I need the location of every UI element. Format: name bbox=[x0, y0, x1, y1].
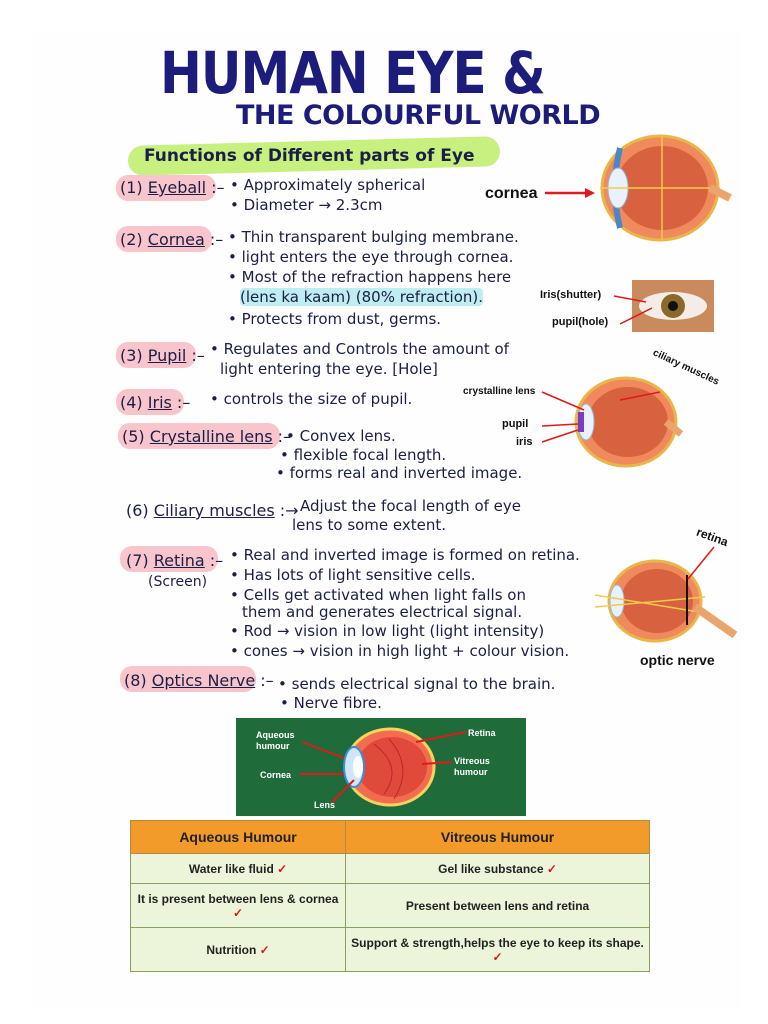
table-cell: Support & strength,helps the eye to keep… bbox=[345, 927, 650, 972]
section-heading: Functions of Different parts of Eye bbox=[144, 146, 475, 166]
retina-figure bbox=[594, 559, 738, 643]
part-header-optic-nerve: (8) Optics Nerve :– bbox=[124, 671, 274, 690]
bullet: • Cells get activated when light falls o… bbox=[230, 586, 526, 604]
bullet: • light enters the eye through cornea. bbox=[228, 248, 514, 266]
bullet: • forms real and inverted image. bbox=[276, 464, 523, 482]
bullet: • sends electrical signal to the brain. bbox=[278, 675, 556, 693]
bullet: • Most of the refraction happens here bbox=[228, 268, 512, 286]
bullet: • Approximately spherical bbox=[230, 176, 426, 194]
humour-eye-drawing bbox=[343, 727, 436, 807]
label-cornea: cornea bbox=[485, 185, 538, 202]
eyeball-figure bbox=[600, 134, 732, 242]
part-header-pupil: (3) Pupil :– bbox=[120, 346, 205, 365]
highlight-iris bbox=[116, 389, 184, 415]
bullet: • Protects from dust, germs. bbox=[228, 310, 442, 328]
bullet: • Real and inverted image is formed on r… bbox=[230, 546, 580, 564]
table-cell: Gel like substance ✓ bbox=[345, 853, 650, 884]
bullet: • controls the size of pupil. bbox=[210, 390, 413, 408]
label-crystalline-lens: crystalline lens bbox=[463, 386, 536, 397]
part-header-lens: (5) Crystalline lens :– bbox=[122, 427, 292, 446]
eye-cross-section-figure bbox=[574, 376, 684, 468]
label-pupil-hole: pupil(hole) bbox=[552, 316, 609, 328]
bullet: • cones → vision in high light + colour … bbox=[230, 642, 570, 660]
table-header: Vitreous Humour bbox=[345, 820, 650, 854]
arrow-retina bbox=[687, 546, 715, 580]
table-cell: Nutrition ✓ bbox=[129, 927, 347, 972]
highlight-lens bbox=[118, 423, 280, 449]
bullet: • Has lots of light sensitive cells. bbox=[230, 566, 476, 584]
arrow-cornea bbox=[545, 188, 595, 198]
diagram-arrows bbox=[300, 731, 467, 803]
highlight-cornea bbox=[116, 226, 212, 252]
table-row: Water like fluid ✓ Gel like substance ✓ bbox=[129, 853, 650, 884]
bullet: • Regulates and Controls the amount of bbox=[210, 340, 509, 358]
part-header-eyeball: (1) Eyeball :– bbox=[120, 178, 225, 197]
page-subtitle: THE COLOURFUL WORLD bbox=[236, 100, 601, 131]
bullet-continued: (lens ka kaam) (80% refraction). bbox=[240, 288, 484, 306]
humour-comparison-table: Aqueous Humour Vitreous Humour Water lik… bbox=[129, 820, 650, 972]
highlight-optic-nerve bbox=[120, 666, 256, 692]
bullet: • Rod → vision in low light (light inten… bbox=[230, 622, 545, 640]
bullet: • Thin transparent bulging membrane. bbox=[228, 228, 519, 246]
highlight-retina bbox=[120, 546, 218, 572]
label-pupil: pupil bbox=[502, 418, 529, 430]
bullet-continued: light entering the eye. [Hole] bbox=[220, 360, 438, 378]
part-header-iris: (4) Iris :– bbox=[120, 393, 191, 412]
cross-section-arrows bbox=[541, 391, 661, 443]
bullet: • Convex lens. bbox=[286, 427, 396, 445]
bullet: • Nerve fibre. bbox=[280, 694, 382, 712]
part-header-ciliary: (6) Ciliary muscles :→ bbox=[126, 501, 299, 520]
bullet-continued: them and generates electrical signal. bbox=[242, 603, 523, 621]
highlight-eyeball bbox=[116, 175, 216, 201]
part-header-cornea: (2) Cornea :– bbox=[120, 230, 224, 249]
retina-note: (Screen) bbox=[148, 574, 208, 590]
table-cell: It is present between lens & cornea ✓ bbox=[129, 883, 347, 928]
iris-photo bbox=[632, 280, 714, 332]
humour-diagram: Aqueous humour Cornea Lens Retina Vitreo… bbox=[236, 718, 526, 816]
highlight-pupil bbox=[116, 342, 196, 368]
bullet: • flexible focal length. bbox=[280, 446, 447, 464]
label-iris: iris bbox=[516, 436, 533, 448]
table-cell: Water like fluid ✓ bbox=[129, 853, 347, 884]
iris-arrows bbox=[613, 295, 653, 325]
label-iris-shutter: Iris(shutter) bbox=[540, 289, 602, 301]
bullet: • Diameter → 2.3cm bbox=[230, 196, 383, 214]
diagram-label-cornea: Cornea bbox=[260, 770, 292, 780]
table-header-row: Aqueous Humour Vitreous Humour bbox=[129, 820, 650, 854]
table-row: It is present between lens & cornea ✓ Pr… bbox=[129, 883, 650, 928]
table-row: Nutrition ✓ Support & strength,helps the… bbox=[129, 927, 650, 972]
table-header: Aqueous Humour bbox=[129, 820, 347, 854]
diagram-label-aqueous: Aqueous humour bbox=[256, 730, 295, 751]
part-header-retina: (7) Retina :– bbox=[126, 551, 224, 570]
table-cell: Present between lens and retina bbox=[345, 883, 650, 928]
diagram-label-retina: Retina bbox=[468, 728, 496, 738]
diagram-label-lens: Lens bbox=[314, 800, 336, 810]
bullet: Adjust the focal length of eye bbox=[300, 497, 522, 515]
page-title: HUMAN EYE & bbox=[160, 40, 546, 107]
diagram-label-vitreous: Vitreous humour bbox=[454, 756, 490, 777]
label-optic-nerve: optic nerve bbox=[640, 652, 715, 668]
bullet-continued: lens to some extent. bbox=[292, 516, 447, 534]
